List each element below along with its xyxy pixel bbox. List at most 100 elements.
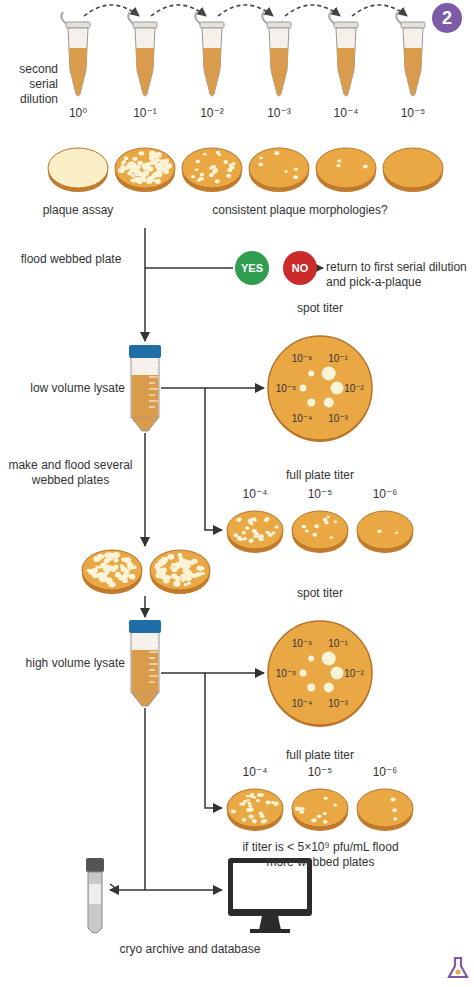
plaque [133, 157, 138, 161]
dilution-label: 10⁻⁵ [276, 666, 297, 681]
plaque [155, 179, 161, 184]
step-label: full plate titer [260, 468, 380, 483]
tube-liquid [132, 650, 159, 692]
transfer-arrow [84, 5, 139, 16]
plaque [159, 159, 165, 164]
graduation [149, 395, 155, 396]
plaque [132, 565, 137, 569]
plaque [312, 533, 317, 537]
plaque [248, 520, 251, 523]
flow-arrow [110, 889, 118, 891]
plaque [314, 524, 319, 528]
flow-arrow [144, 433, 146, 546]
plaque [395, 531, 398, 534]
dilution-label: 10⁰ [58, 106, 98, 121]
plaque [113, 566, 118, 570]
plaque [305, 529, 309, 532]
plaque [259, 157, 262, 160]
lysis-spot [307, 399, 315, 407]
plaque [393, 817, 397, 820]
plaque [301, 525, 306, 529]
dilution-label: 10⁻³ [328, 411, 348, 426]
plaque [264, 518, 268, 522]
flow-arrow [110, 708, 145, 890]
petri-dish [292, 511, 348, 553]
agar [182, 148, 242, 188]
plaque [124, 168, 128, 171]
dilution-label: 10⁻² [192, 106, 232, 121]
plaque [274, 151, 279, 155]
plaque [252, 517, 256, 520]
circle-label: YES [241, 261, 263, 276]
plaque [200, 173, 204, 177]
logo-dot [456, 970, 461, 975]
plaque [122, 160, 126, 163]
petri-dish [383, 148, 443, 192]
flow-arrow [161, 673, 222, 808]
petri-dish [357, 789, 413, 831]
plaque [229, 164, 232, 167]
flow-arrow [205, 672, 264, 674]
agar [383, 148, 443, 188]
tube-body [202, 28, 222, 96]
plaque [258, 163, 263, 167]
graduation [149, 652, 158, 653]
plaque [97, 554, 104, 560]
transfer-arrow [285, 5, 340, 16]
plaque [249, 538, 254, 542]
dilution-label: 10⁻¹ [328, 636, 348, 651]
plaque [327, 516, 330, 519]
logo [449, 958, 467, 977]
graduation [149, 646, 155, 647]
graduation [149, 389, 158, 390]
graduation [149, 682, 155, 683]
plaque [249, 814, 254, 818]
plaque [98, 573, 104, 578]
plaque [156, 573, 163, 579]
plaque [295, 806, 301, 810]
petri-dish [82, 550, 142, 594]
dish-outline [262, 585, 378, 730]
tube-rim [66, 22, 90, 28]
agar [292, 789, 348, 827]
plaque [209, 173, 214, 177]
plaque [142, 170, 149, 175]
graduation [149, 664, 158, 665]
plaque [246, 799, 250, 802]
tube-liquid [203, 48, 221, 96]
graduation [149, 401, 158, 402]
dilution-label: 10⁻³ [259, 106, 299, 121]
dilution-label: 10⁻⁶ [365, 765, 405, 780]
tube-body [269, 28, 289, 96]
dish-outline [262, 300, 378, 445]
plaque [248, 804, 252, 807]
dilution-label: 10⁻⁵ [300, 487, 340, 502]
plaque [333, 804, 337, 807]
plaque [118, 168, 125, 173]
tube-body [135, 28, 155, 96]
petri-dish [48, 148, 108, 192]
plaque [241, 531, 245, 534]
dilution-label: 10⁻⁴ [292, 696, 313, 711]
plaque [334, 520, 338, 523]
graduation [149, 407, 155, 408]
tube-rim [133, 22, 157, 28]
no-circle: NO [283, 251, 317, 285]
flow-arrow [145, 267, 233, 269]
plaque [105, 553, 111, 558]
tube-body [68, 28, 88, 96]
plaque [99, 566, 103, 569]
petri-dish [357, 511, 413, 553]
plaque [256, 799, 260, 802]
petri-dish [227, 789, 283, 831]
dilution-label: 10⁻⁵ [276, 381, 297, 396]
agar [268, 336, 372, 440]
plaque [124, 557, 131, 563]
plaque [231, 809, 236, 813]
lysis-spot [300, 385, 307, 392]
flow-arrow [144, 228, 146, 341]
agar [227, 789, 283, 827]
plaque [184, 583, 188, 586]
dilution-label: 10⁻² [344, 666, 364, 681]
